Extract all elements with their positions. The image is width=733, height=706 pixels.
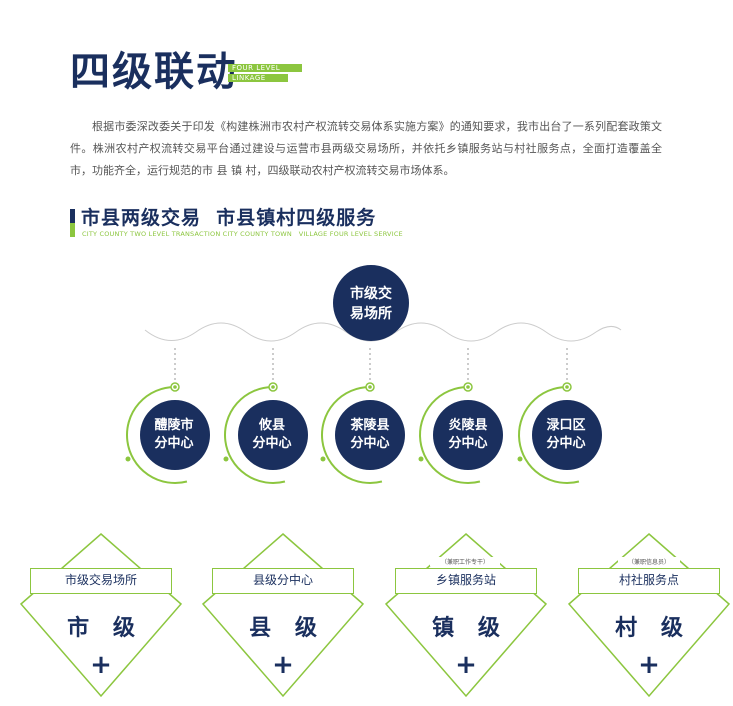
level-label-2: 乡镇服务站	[395, 568, 537, 594]
tag-line-2: LINKAGE	[232, 74, 266, 82]
city-exchange-node	[333, 265, 409, 341]
top-dot-inner-2	[368, 385, 372, 389]
side-dot-2	[320, 456, 326, 462]
level-plus-1: +	[272, 650, 294, 680]
tag-line-1: FOUR LEVEL	[232, 64, 281, 72]
section-subtitle: CITY COUNTY TWO LEVEL TRANSACTION CITY C…	[82, 230, 403, 238]
section-accent-bar	[70, 209, 75, 237]
level-name-3: 村 级	[615, 616, 691, 641]
title-tag: FOUR LEVEL LINKAGE	[228, 64, 302, 86]
sub-node-0-line-1: 醴陵市	[154, 418, 194, 433]
sub-node-0-line-2: 分中心	[154, 436, 194, 451]
level-name-2: 镇 级	[432, 616, 508, 641]
tag-bar-top	[228, 64, 302, 72]
sub-node-label-4: 渌口区 分中心	[532, 417, 600, 453]
intro-paragraph: 根据市委深改委关于印发《构建株洲市农村产权流转交易体系实施方案》的通知要求，我市…	[70, 120, 662, 177]
level-plus-3: +	[638, 650, 660, 680]
level-label-3: 村社服务点	[578, 568, 720, 594]
level-name-0: 市 级	[67, 616, 143, 641]
sub-node-3-line-2: 分中心	[448, 436, 488, 451]
city-exchange-label: 市级交 易场所	[333, 284, 409, 324]
section-title: 市县两级交易 市县镇村四级服务	[81, 207, 377, 229]
city-exchange-line-1: 市级交	[350, 286, 392, 302]
top-dot-inner-1	[271, 385, 275, 389]
sub-node-3-line-1: 炎陵县	[448, 418, 488, 433]
sub-node-4-line-1: 渌口区	[546, 418, 586, 433]
sub-node-circle-4	[532, 400, 602, 470]
city-exchange-line-2: 易场所	[350, 306, 392, 322]
top-dot-inner-3	[466, 385, 470, 389]
side-dot-3	[418, 456, 424, 462]
tag-bar-bottom	[228, 74, 288, 82]
sub-node-label-3: 炎陵县 分中心	[434, 417, 502, 453]
sub-node-1-line-2: 分中心	[252, 436, 292, 451]
top-dot-inner-4	[565, 385, 569, 389]
level-label-0: 市级交易场所	[30, 568, 172, 594]
arc-2	[321, 386, 383, 484]
sub-node-circle-2	[335, 400, 405, 470]
sub-node-label-0: 醴陵市 分中心	[140, 417, 208, 453]
sub-node-label-2: 茶陵县 分中心	[336, 417, 404, 453]
top-dot-inner-0	[173, 385, 177, 389]
sub-node-circle-3	[433, 400, 503, 470]
sub-node-label-1: 攸县 分中心	[238, 417, 306, 453]
level-plus-0: +	[90, 650, 112, 680]
level-label-1: 县级分中心	[212, 568, 354, 594]
sub-node-2-line-2: 分中心	[350, 436, 390, 451]
sub-node-graphics	[125, 348, 602, 484]
arc-0	[126, 386, 188, 484]
level-note-2: （兼职工作专干）	[430, 557, 500, 566]
arc-3	[419, 386, 481, 484]
side-dot-0	[125, 456, 131, 462]
sub-node-1-line-1: 攸县	[258, 418, 285, 433]
side-dot-1	[223, 456, 229, 462]
page-title: 四级联动	[70, 49, 238, 95]
wave-connector	[144, 322, 622, 342]
sub-node-circle-1	[238, 400, 308, 470]
arc-1	[224, 386, 286, 484]
level-name-1: 县 级	[249, 616, 325, 641]
sub-node-4-line-2: 分中心	[546, 436, 586, 451]
arc-4	[518, 386, 580, 484]
level-plus-2: +	[455, 650, 477, 680]
level-note-3: （兼职信息员）	[618, 557, 680, 566]
sub-node-2-line-1: 茶陵县	[350, 418, 390, 433]
sub-node-circle-0	[140, 400, 210, 470]
side-dot-4	[517, 456, 523, 462]
